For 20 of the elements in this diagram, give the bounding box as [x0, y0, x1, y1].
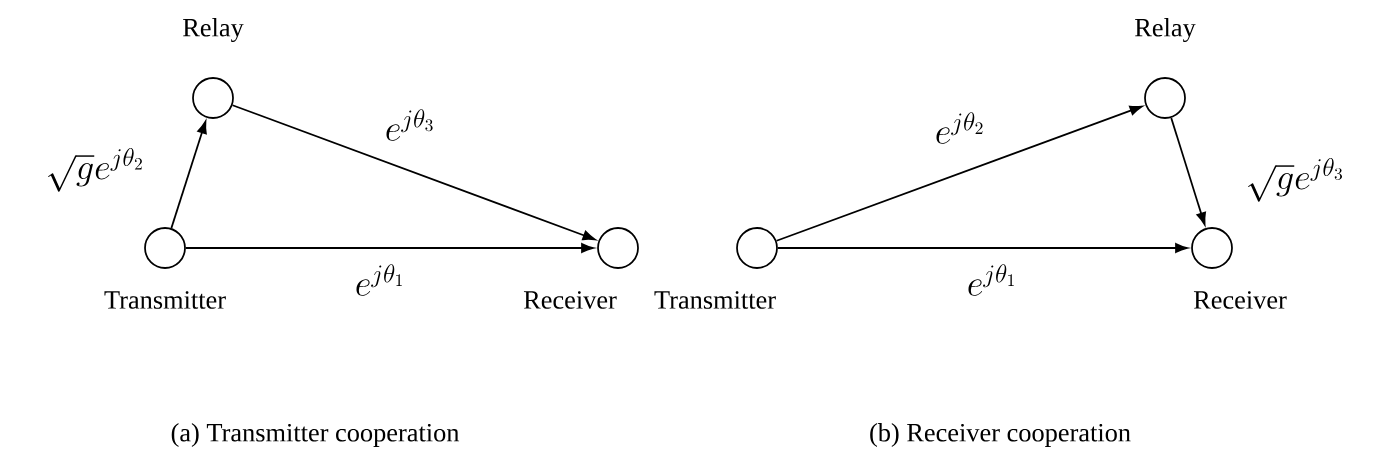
edge-label: $e^{j\theta_1}$ — [965, 262, 1019, 298]
arrow — [231, 104, 596, 241]
edge-label: $\sqrt{g}e^{j\theta_3}$ — [1243, 156, 1347, 204]
arrow — [1170, 117, 1206, 226]
node-label: Relay — [1135, 18, 1196, 42]
arrow — [170, 120, 207, 229]
edge-label: $e^{j\theta_2}$ — [933, 110, 987, 146]
node-label: Receiver — [1193, 291, 1287, 309]
edge-label: $e^{j\theta_3}$ — [383, 107, 437, 143]
node-label: Transmitter — [654, 291, 776, 309]
caption: (a) Transmitter cooperation — [171, 423, 460, 447]
node-label: Relay — [183, 18, 244, 42]
arrow — [185, 243, 595, 253]
caption: (b) Receiver cooperation — [870, 423, 1131, 447]
edge-label: $e^{j\theta_1}$ — [353, 262, 407, 298]
node-label: Transmitter — [104, 291, 226, 309]
arrow — [777, 243, 1189, 253]
arrow — [775, 105, 1143, 242]
edge-label: $\sqrt{g}e^{j\theta_2}$ — [43, 146, 147, 194]
node-label: Receiver — [523, 291, 617, 309]
